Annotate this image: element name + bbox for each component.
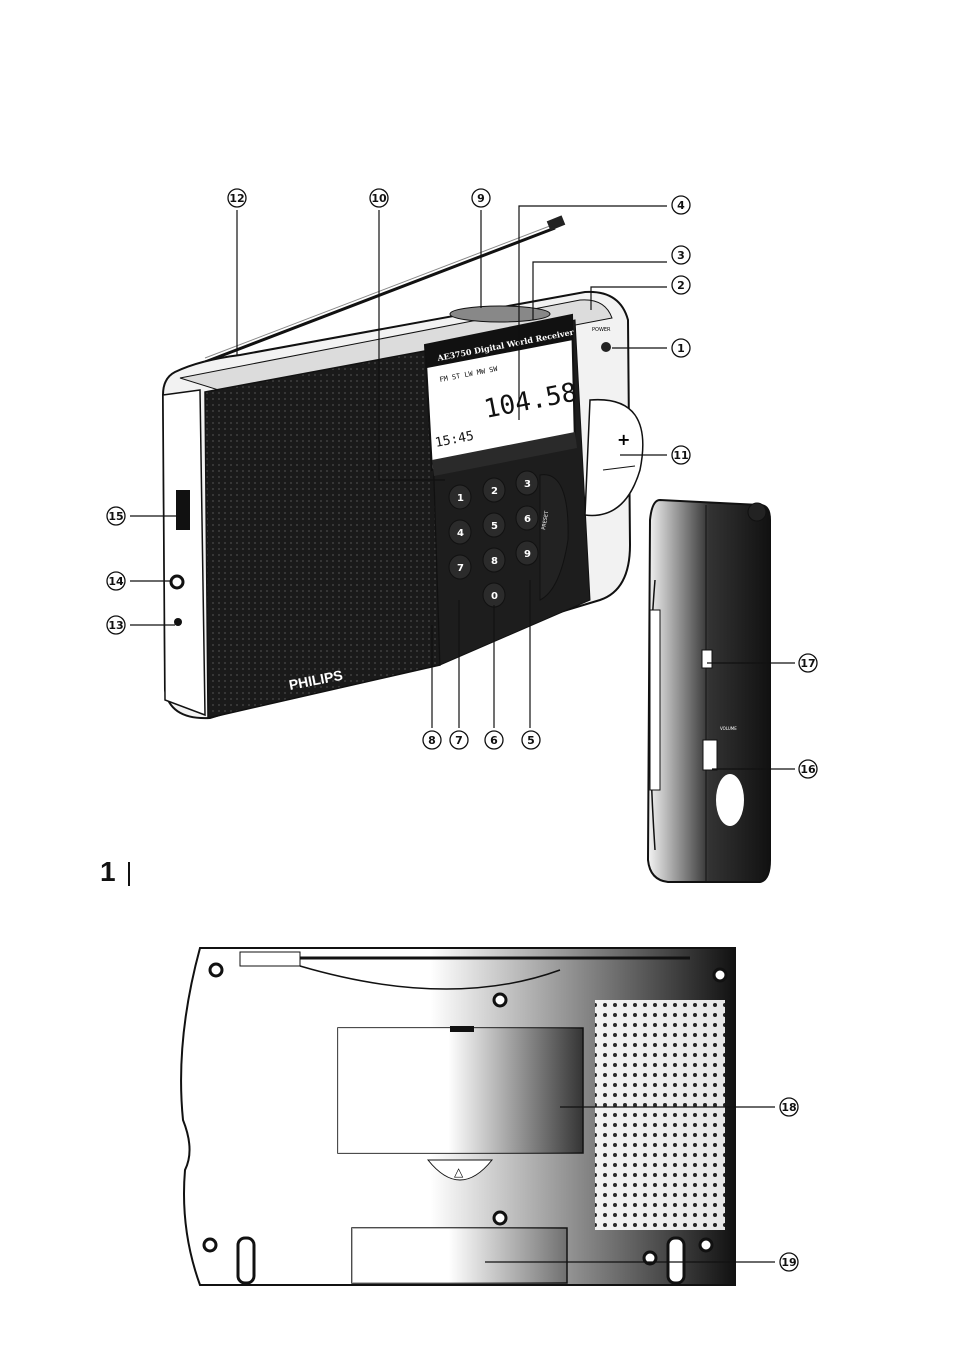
eject-triangle-icon: △ — [454, 1165, 464, 1179]
keypad-key-label: 9 — [524, 549, 531, 560]
volume-slider[interactable] — [703, 740, 717, 770]
left-side-panel — [163, 390, 205, 715]
callout-8: 8 — [423, 731, 441, 749]
keypad-key-5[interactable]: 5 — [483, 513, 505, 537]
keypad-key-label: 0 — [491, 591, 498, 602]
callout-number: 2 — [677, 279, 685, 292]
keypad-key-label: 3 — [524, 479, 531, 490]
keypad-key-7[interactable]: 7 — [449, 555, 471, 579]
callout-number: 19 — [781, 1256, 796, 1269]
callout-7: 7 — [450, 731, 468, 749]
callout-13: 13 — [107, 616, 125, 634]
rear-speaker-grill — [595, 1000, 725, 1230]
callout-number: 8 — [428, 734, 436, 747]
foot-right — [668, 1238, 684, 1283]
power-button[interactable] — [601, 342, 611, 352]
callout-number: 11 — [673, 449, 688, 462]
callout-number: 10 — [371, 192, 387, 205]
callout-number: 12 — [229, 192, 244, 205]
figure-number-bar — [128, 862, 130, 886]
tuning-dial[interactable] — [585, 400, 643, 516]
callout-3: 3 — [672, 246, 690, 264]
callout-10: 10 — [370, 189, 388, 207]
callout-number: 3 — [677, 249, 685, 262]
callout-number: 14 — [108, 575, 124, 588]
callout-18: 18 — [780, 1098, 798, 1116]
foot-left — [238, 1238, 254, 1283]
keypad-key-8[interactable]: 8 — [483, 548, 505, 572]
callout-15: 15 — [107, 507, 125, 525]
callout-9: 9 — [472, 189, 490, 207]
volume-label: VOLUME — [720, 726, 737, 731]
keypad-key-9[interactable]: 9 — [516, 541, 538, 565]
keypad-key-label: 7 — [457, 563, 464, 574]
callout-number: 9 — [477, 192, 485, 205]
callout-number: 7 — [455, 734, 463, 747]
callout-number: 1 — [677, 342, 685, 355]
callout-16: 16 — [799, 760, 817, 778]
callout-17: 17 — [799, 654, 817, 672]
callout-number: 17 — [800, 657, 815, 670]
callout-12: 12 — [228, 189, 246, 207]
callout-number: 16 — [800, 763, 816, 776]
callout-number: 4 — [677, 199, 685, 212]
keypad-key-6[interactable]: 6 — [516, 506, 538, 530]
keypad-key-1[interactable]: 1 — [449, 485, 471, 509]
radio-side-view: VOLUME — [648, 500, 770, 882]
callout-number: 18 — [781, 1101, 796, 1114]
tune-plus-icon: + — [617, 430, 630, 449]
keypad-key-label: 8 — [491, 556, 498, 567]
callout-14: 14 — [107, 572, 125, 590]
callout-4: 4 — [672, 196, 690, 214]
side-groove — [650, 610, 660, 790]
callout-1: 1 — [672, 339, 690, 357]
antenna-knob-icon — [748, 503, 766, 521]
hold-switch[interactable] — [176, 490, 190, 530]
callout-number: 6 — [490, 734, 498, 747]
callout-5: 5 — [522, 731, 540, 749]
keypad-key-label: 1 — [457, 493, 464, 504]
keypad-key-label: 5 — [491, 521, 498, 532]
callout-number: 13 — [108, 619, 123, 632]
power-label: POWER — [592, 327, 611, 333]
side-highlight — [716, 774, 744, 826]
keypad-key-4[interactable]: 4 — [449, 520, 471, 544]
keypad-key-label: 6 — [524, 514, 531, 525]
dc-in-jack[interactable] — [174, 618, 182, 626]
callout-number: 5 — [527, 734, 535, 747]
top-recess — [450, 306, 550, 322]
band-switch[interactable] — [702, 650, 712, 668]
callout-6: 6 — [485, 731, 503, 749]
keypad-key-3[interactable]: 3 — [516, 471, 538, 495]
keypad-key-2[interactable]: 2 — [483, 478, 505, 502]
keypad-key-label: 4 — [457, 528, 464, 539]
radio-back-view: △ — [181, 948, 735, 1285]
callout-11: 11 — [672, 446, 690, 464]
headphone-jack[interactable] — [171, 576, 183, 588]
callout-19: 19 — [780, 1253, 798, 1271]
speaker-grille — [205, 350, 440, 718]
keypad-key-0[interactable]: 0 — [483, 583, 505, 607]
callout-number: 15 — [108, 510, 123, 523]
keypad-key-label: 2 — [491, 486, 498, 497]
figure-number: 1 — [100, 858, 116, 886]
callout-2: 2 — [672, 276, 690, 294]
radio-front-view: AE3750 Digital World Receiver FM ST LW M… — [163, 215, 643, 718]
side-body — [648, 500, 770, 882]
antenna-tip-icon — [547, 215, 566, 230]
